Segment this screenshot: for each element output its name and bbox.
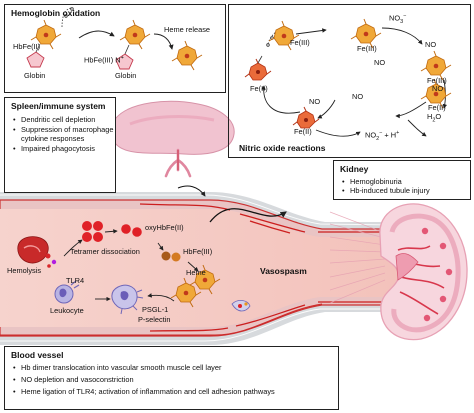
psgl1-label: PSGL-1 [142, 305, 169, 314]
vessel-icons [17, 221, 251, 315]
globin-right-label: Globin [115, 71, 137, 80]
spleen-bullet: Impaired phagocytosis [13, 144, 121, 153]
kidney-bullets: Hemoglobinuria Hb-induced tubule injury [341, 177, 430, 195]
tetramer-dissociation-label: Tetramer dissociation [70, 247, 140, 256]
oxyhb-label: oxyHbFe(II) [145, 223, 184, 232]
kidney-illustration [329, 203, 468, 341]
spleen-bullet: Dendritic cell depletion [13, 115, 121, 124]
n-charge: + [120, 55, 124, 61]
spleen-bullet: Suppression of macrophage cytokine respo… [13, 125, 121, 143]
h2o-o: O [435, 112, 442, 121]
fe3-right-label: Fe(III) [427, 76, 447, 85]
spleen-panel: Spleen/immune system Dendritic cell depl… [4, 97, 116, 193]
no-label-3: NO [432, 84, 444, 93]
no2-sub: 2 [376, 135, 380, 142]
h2o-label: H2O [427, 112, 441, 123]
spleen-bullets: Dendritic cell depletion Suppression of … [12, 115, 121, 153]
spleen-illustration [109, 100, 235, 178]
hb-tetramer [82, 221, 103, 242]
tlr4-icon [70, 280, 80, 289]
blood-vessel-bullets: Hb dimer translocation into vascular smo… [12, 363, 275, 396]
hbfe3-dimer [161, 251, 181, 262]
no3-label: NO3− [389, 13, 406, 25]
h2o-h: H [427, 112, 433, 121]
nitric-oxide-title: Nitric oxide reactions [239, 143, 326, 153]
n-label: N [115, 55, 121, 65]
endothelial-activation-icon [231, 300, 251, 312]
tlr4-label: TLR4 [66, 276, 85, 285]
pselectin-label: P-selectin [138, 315, 171, 324]
no2-tail: + H [382, 130, 397, 140]
blood-vessel-title: Blood vessel [11, 350, 64, 360]
hb-dimer [121, 224, 142, 237]
kidney-bullet: Hemoglobinuria [342, 177, 430, 186]
no-label-5: NO [352, 92, 364, 101]
no-label-1: NO [374, 58, 386, 67]
fe2-left-label: Fe(II) [250, 84, 268, 93]
no-label-2: NO [425, 40, 437, 49]
activated-leukocyte-icon [111, 284, 144, 315]
heme-label: Heme [186, 268, 206, 277]
hemoglobin-oxidation-icons [26, 7, 203, 71]
kidney-bullet: Hb-induced tubule injury [342, 186, 430, 195]
no2-sup: − [379, 130, 383, 136]
no2-hplus: + [396, 130, 400, 136]
leukocyte-label: Leukocyte [50, 306, 84, 315]
fe3-top-label: Fe(III) [290, 38, 310, 47]
globin-left-label: Globin [24, 71, 46, 80]
ruptured-rbc [17, 236, 49, 264]
vessel-hbfe3-label: HbFe(III) [183, 247, 213, 256]
spleen-title: Spleen/immune system [11, 101, 106, 111]
no3-text: NO [389, 13, 401, 23]
kidney-panel: Kidney Hemoglobinuria Hb-induced tubule … [333, 160, 471, 200]
no3-sub: 3 [400, 18, 404, 25]
heme-release-label: Heme release [164, 25, 211, 34]
no3-sup: − [403, 13, 407, 19]
h2o-sub: 2 [432, 117, 436, 124]
nitric-oxide-panel: Nitric oxide reactions [228, 4, 471, 158]
blood-vessel-bullet: NO depletion and vasoconstriction [13, 375, 275, 384]
no2-text: NO [365, 130, 377, 140]
hemoglobin-oxidation-title: Hemoglobin oxidation [11, 8, 101, 18]
no2-label: NO2− + H+ [365, 130, 399, 142]
blood-vessel-panel: Blood vessel Hb dimer translocation into… [4, 346, 339, 410]
blood-vessel-bullet: Heme ligation of TLR4; activation of inf… [13, 387, 275, 396]
fe3-mid-label: Fe(III) [357, 44, 377, 53]
hemolysis-label: Hemolysis [7, 266, 42, 275]
no-label-4: NO [309, 97, 321, 106]
blood-vessel-bullet: Hb dimer translocation into vascular smo… [13, 363, 275, 372]
hbfe3-text: HbFe(III) [84, 55, 114, 65]
hemoglobin-oxidation-panel: Hemoglobin oxidation [4, 4, 226, 93]
leukocyte-icon [54, 284, 74, 304]
fe2-bottom-label: Fe(II) [294, 127, 312, 136]
nitric-oxide-icons [244, 18, 452, 137]
hbfe3-label: HbFe(III) N+ [84, 55, 124, 64]
kidney-title: Kidney [340, 164, 369, 174]
fe2-right-label: Fe(II) [428, 103, 446, 112]
hbfe2-label: HbFe(II) [13, 42, 41, 51]
vasospasm-label: Vasospasm [260, 266, 307, 276]
